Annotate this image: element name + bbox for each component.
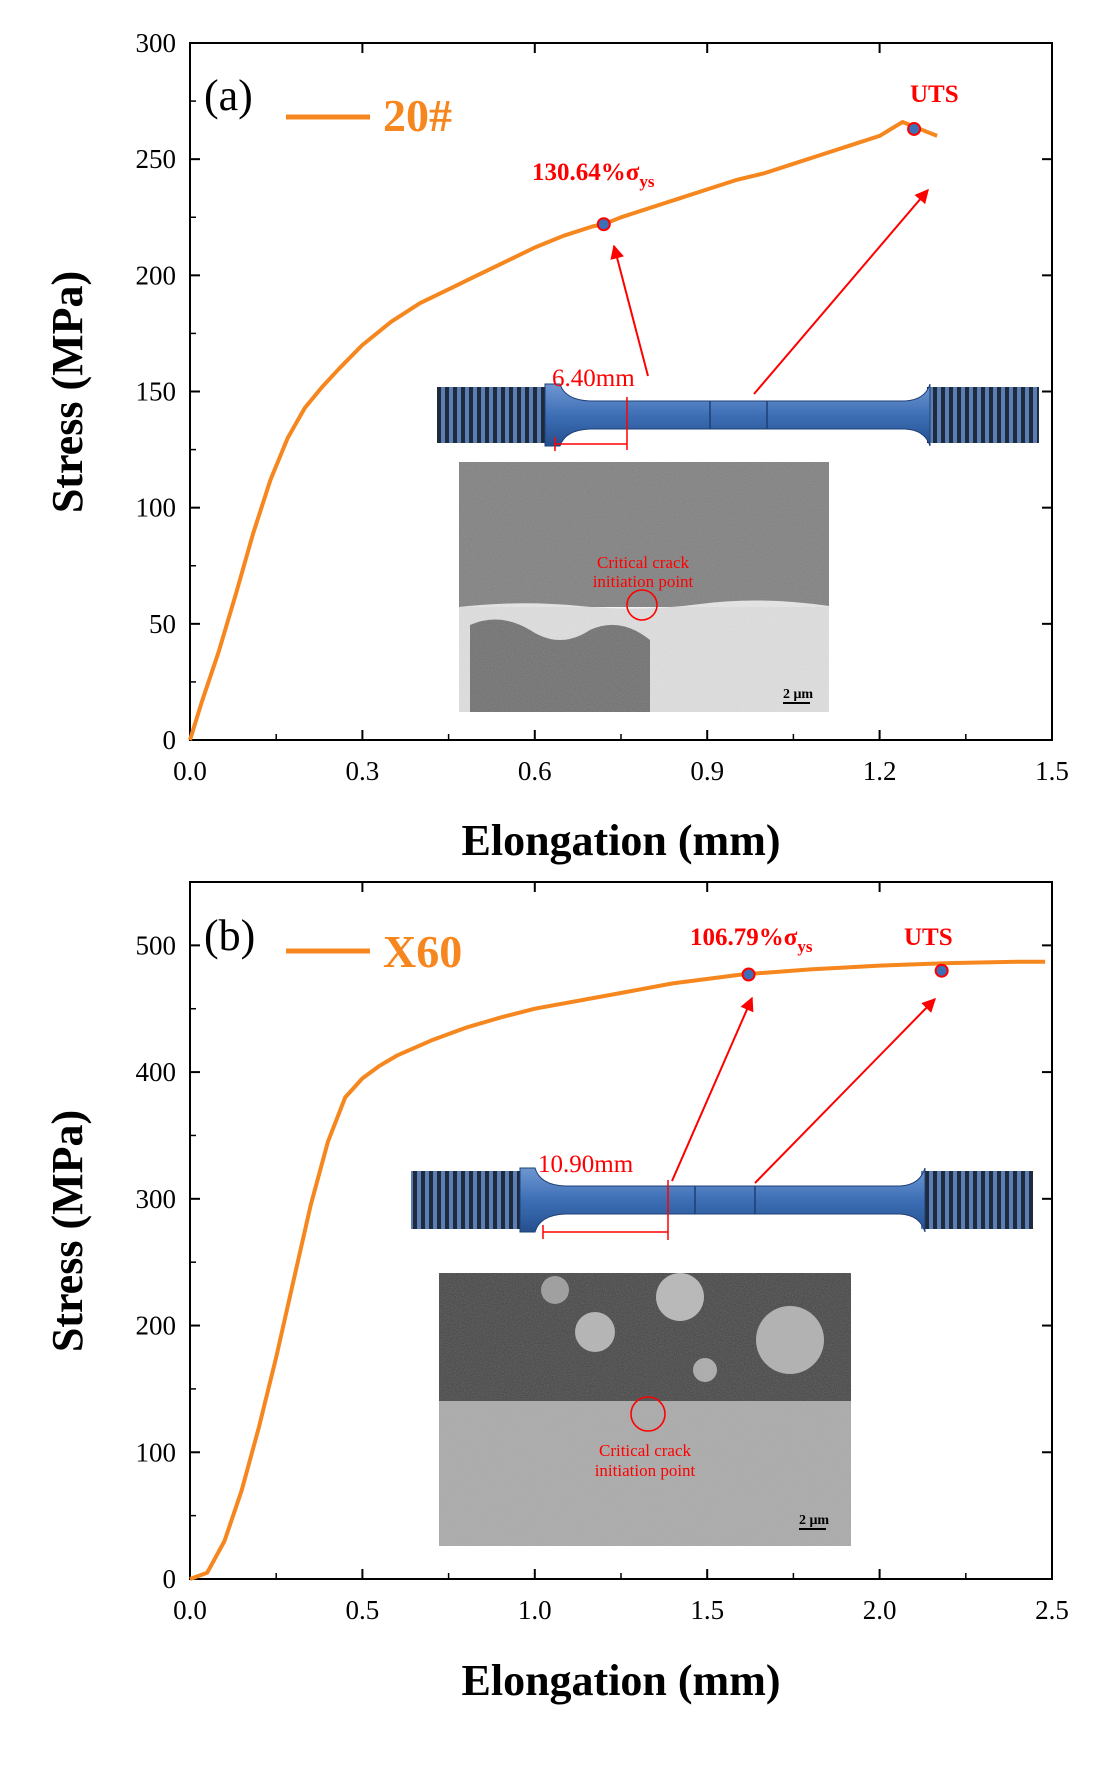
y-ticks-a: 0 50 100 150 200 250 300 [136, 28, 1052, 755]
y-tick-label: 500 [136, 930, 177, 960]
sem-image-b: Critical crack initiation point 2 μm [439, 1273, 851, 1546]
y-tick-label: 300 [136, 1184, 177, 1214]
y-tick-label: 100 [136, 1437, 177, 1467]
x-tick-label: 1.0 [518, 1595, 552, 1625]
annotation-uts-b: UTS [904, 924, 953, 951]
y-tick-label: 150 [136, 377, 177, 407]
specimen-thread-left-a [437, 387, 549, 443]
crack-label-2-b: initiation point [595, 1461, 696, 1480]
dimension-label-b: 10.90mm [538, 1151, 634, 1178]
x-tick-label: 0.0 [173, 756, 207, 786]
x-axis-title-a: Elongation (mm) [462, 816, 781, 865]
markers-b [741, 963, 949, 982]
x-tick-label: 0.5 [346, 1595, 380, 1625]
x-ticks-b: 0.0 0.5 1.0 1.5 2.0 2.5 [173, 882, 1069, 1625]
curve-a [188, 120, 938, 741]
x-axis-title-b: Elongation (mm) [462, 1656, 781, 1705]
legend-label-b: X60 [383, 926, 462, 977]
y-tick-label: 200 [136, 1311, 177, 1341]
y-tick-label: 50 [149, 609, 176, 639]
x-ticks-a: 0.0 0.3 0.6 0.9 1.2 1.5 [173, 43, 1069, 786]
x-tick-label: 0.6 [518, 756, 552, 786]
panel-label-a: (a) [204, 71, 253, 120]
panel-b: 0 100 200 300 400 500 0.0 0.5 1.0 1.5 2.0 2.5 Stre… [43, 881, 1069, 1705]
y-tick-label: 400 [136, 1057, 177, 1087]
x-tick-label: 0.3 [346, 756, 380, 786]
y-tick-label: 0 [163, 1564, 177, 1594]
legend-label-a: 20# [383, 90, 452, 141]
y-axis-title-a: Stress (MPa) [43, 271, 92, 513]
crack-label-2-a: initiation point [593, 572, 694, 591]
x-tick-label: 1.5 [1035, 756, 1069, 786]
specimen-thread-left-b [411, 1171, 523, 1229]
series-line-a [188, 120, 938, 741]
specimen-thread-right-a [927, 387, 1039, 443]
specimen-inset-b: 10.90mm [411, 1151, 1033, 1240]
dimension-label-a: 6.40mm [552, 365, 635, 392]
scale-bar-label-a: 2 μm [783, 687, 813, 702]
y-tick-label: 300 [136, 28, 177, 58]
y-tick-label: 0 [163, 725, 177, 755]
sem-image-a: Critical crack initiation point 2 μm [459, 462, 829, 712]
specimen-thread-right-b [921, 1171, 1033, 1229]
panel-label-b: (b) [204, 911, 255, 960]
annotation-point-0 [596, 217, 611, 232]
x-tick-label: 0.0 [173, 1595, 207, 1625]
specimen-body-b [519, 1167, 926, 1233]
markers-a [596, 121, 922, 232]
y-tick-label: 200 [136, 260, 177, 290]
x-tick-label: 1.5 [690, 1595, 724, 1625]
annotation-point-1 [907, 121, 922, 136]
annotation-ys-a: 130.64%σys [532, 159, 655, 191]
y-tick-label: 250 [136, 144, 177, 174]
x-tick-label: 1.2 [863, 756, 897, 786]
annotation-point-1 [934, 963, 949, 978]
y-axis-title-b: Stress (MPa) [43, 1110, 92, 1352]
crack-label-1-b: Critical crack [599, 1441, 692, 1460]
y-ticks-b: 0 100 200 300 400 500 [136, 930, 1052, 1594]
specimen-body-a [544, 383, 931, 447]
scale-bar-label-b: 2 μm [799, 1513, 829, 1528]
panel-a: 0 50 100 150 200 250 300 0.0 0.3 0.6 0.9 1.2 1.5 St… [43, 28, 1069, 865]
annotation-ys-b: 106.79%σys [690, 924, 813, 956]
series-line-b [189, 959, 1046, 1581]
x-tick-label: 2.0 [863, 1595, 897, 1625]
specimen-inset-a: 6.40mm [437, 365, 1039, 451]
annotation-arrows-b [671, 996, 936, 1184]
x-tick-label: 2.5 [1035, 1595, 1069, 1625]
y-tick-label: 100 [136, 493, 177, 523]
curve-b [189, 959, 1046, 1581]
crack-label-1-a: Critical crack [597, 553, 690, 572]
annotation-point-0 [741, 967, 756, 982]
annotation-uts-a: UTS [910, 81, 959, 108]
x-tick-label: 0.9 [690, 756, 724, 786]
annotation-arrows-a [610, 188, 929, 395]
